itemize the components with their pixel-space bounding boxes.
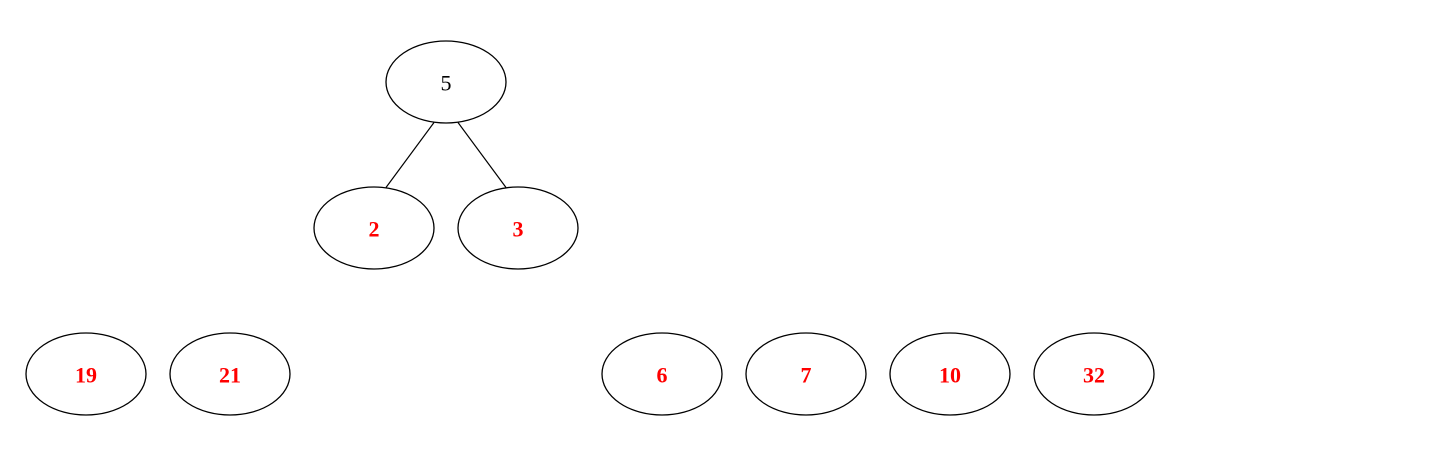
node-ellipse (385, 40, 507, 124)
node-3: 3 (457, 186, 579, 270)
node-10: 10 (889, 332, 1011, 416)
node-ellipse (457, 186, 579, 270)
node-label: 3 (513, 217, 524, 242)
node-6: 6 (601, 332, 723, 416)
node-label: 19 (75, 363, 97, 388)
edges-layer (385, 122, 507, 188)
node-2: 2 (313, 186, 435, 270)
node-ellipse (25, 332, 147, 416)
node-label: 5 (441, 71, 452, 96)
node-5: 5 (385, 40, 507, 124)
node-label: 6 (657, 363, 668, 388)
node-label: 32 (1083, 363, 1105, 388)
node-19: 19 (25, 332, 147, 416)
edge-n5-n2 (385, 122, 435, 188)
node-label: 21 (219, 363, 241, 388)
edge-n5-n3 (457, 122, 507, 188)
node-21: 21 (169, 332, 291, 416)
node-32: 32 (1033, 332, 1155, 416)
node-label: 7 (801, 363, 812, 388)
node-ellipse (601, 332, 723, 416)
node-7: 7 (745, 332, 867, 416)
node-ellipse (169, 332, 291, 416)
node-label: 2 (369, 217, 380, 242)
nodes-layer: 5 2 3 19 21 6 7 10 32 (25, 40, 1155, 416)
node-ellipse (745, 332, 867, 416)
node-ellipse (313, 186, 435, 270)
node-label: 10 (939, 363, 961, 388)
node-ellipse (889, 332, 1011, 416)
node-ellipse (1033, 332, 1155, 416)
